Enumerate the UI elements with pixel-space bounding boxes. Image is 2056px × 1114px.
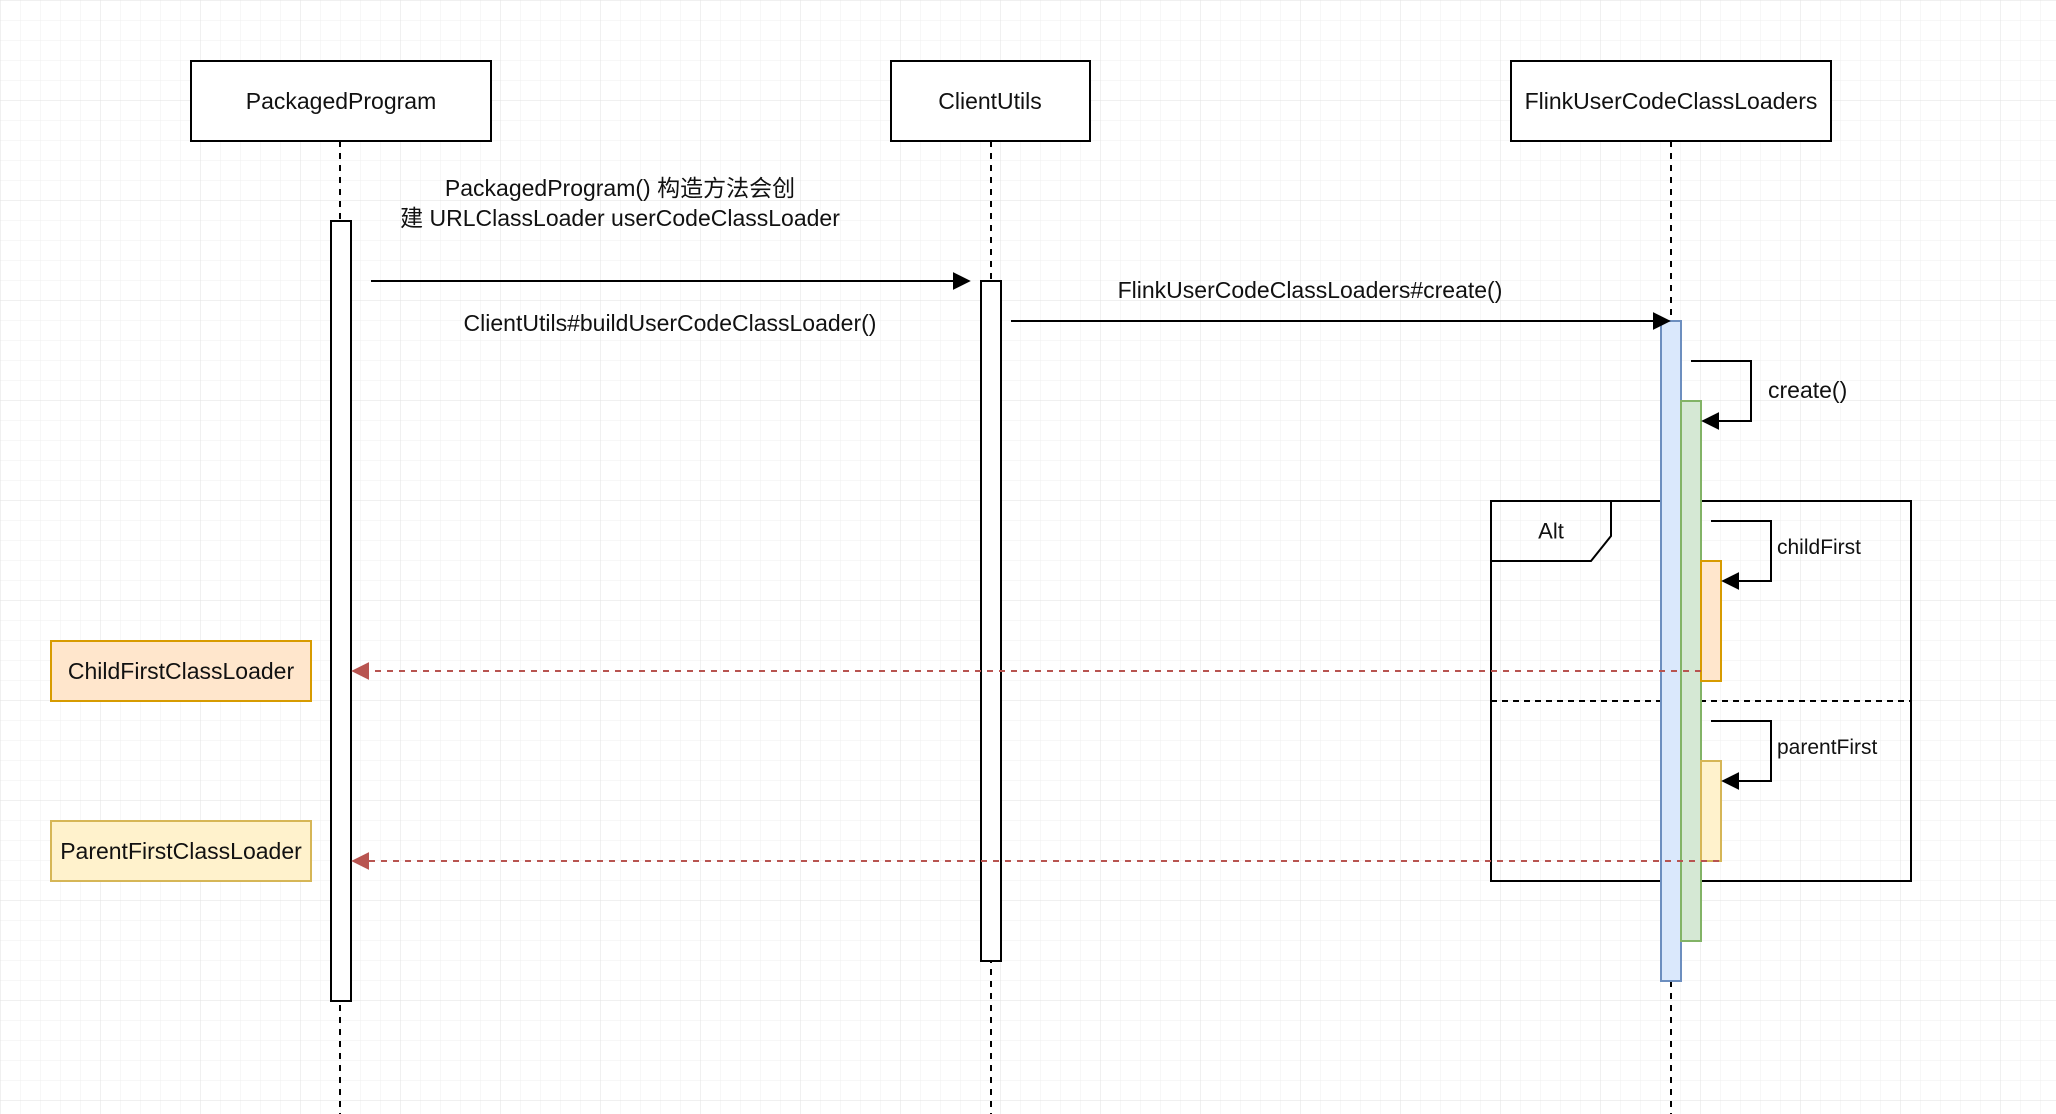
message-label-build-loader: ClientUtils#buildUserCodeClassLoader() — [464, 310, 877, 336]
alt-label-tab — [1491, 500, 1612, 562]
result-label: ParentFirstClassLoader — [60, 838, 302, 864]
self-message-label-create: create() — [1768, 377, 1847, 403]
self-message-label-child-first: childFirst — [1777, 536, 1861, 559]
alt-label: Alt — [1538, 519, 1564, 544]
activation-parent-first — [1700, 760, 1722, 862]
activation-client-utils — [980, 280, 1002, 962]
self-message-arrow-create[interactable] — [1691, 360, 1752, 430]
participant-flink-loaders[interactable]: FlinkUserCodeClassLoaders — [1510, 60, 1832, 142]
participant-packaged-program[interactable]: PackagedProgram — [190, 60, 492, 142]
self-message-arrow-child-first[interactable] — [1711, 520, 1772, 590]
activation-child-first — [1700, 560, 1722, 682]
self-message-label-parent-first: parentFirst — [1777, 736, 1878, 759]
message-label-flink-create: FlinkUserCodeClassLoaders#create() — [1118, 277, 1503, 303]
result-label: ChildFirstClassLoader — [68, 658, 295, 684]
result-child-first-loader[interactable]: ChildFirstClassLoader — [50, 640, 312, 702]
self-message-arrow-parent-first[interactable] — [1711, 720, 1772, 790]
activation-packaged-program — [330, 220, 352, 1002]
result-parent-first-loader[interactable]: ParentFirstClassLoader — [50, 820, 312, 882]
message-note-line1: PackagedProgram() 构造方法会创 — [445, 175, 795, 201]
participant-label: PackagedProgram — [246, 88, 437, 114]
participant-label: ClientUtils — [938, 88, 1042, 114]
message-note-line2: 建 URLClassLoader userCodeClassLoader — [400, 205, 840, 231]
participant-label: FlinkUserCodeClassLoaders — [1525, 88, 1818, 114]
participant-client-utils[interactable]: ClientUtils — [890, 60, 1091, 142]
activation-flink-loaders — [1660, 320, 1682, 982]
